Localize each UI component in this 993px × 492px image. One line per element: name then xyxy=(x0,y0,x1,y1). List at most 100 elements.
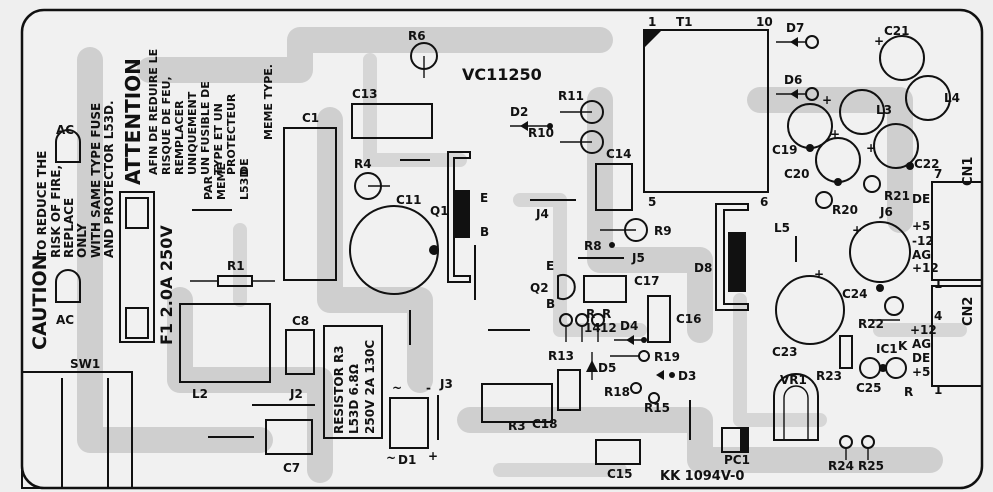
cn2-pin4: 4 xyxy=(934,309,942,323)
ac-bottom-label: AC xyxy=(56,313,74,327)
c8-label: C8 xyxy=(292,314,309,328)
d8-heatsink xyxy=(715,203,749,311)
r20-label: R20 xyxy=(832,203,858,217)
q1-b-label: B xyxy=(480,225,489,239)
vr1-potentiometer xyxy=(773,373,819,441)
r19-label: R19 xyxy=(654,350,680,364)
cn2-ag: AG xyxy=(912,337,931,351)
q1-e-label: E xyxy=(480,191,488,205)
q2-e-label: E xyxy=(546,259,554,273)
j6-label: J6 xyxy=(879,205,893,219)
cn1-pin1: 1 xyxy=(934,277,942,291)
d7-label: D7 xyxy=(786,21,804,35)
l3-label: L3 xyxy=(876,103,892,117)
cn1-connector xyxy=(931,181,983,281)
c7-capacitor xyxy=(265,419,313,455)
d5-label: D5 xyxy=(598,361,616,375)
cn2-connector xyxy=(931,285,983,387)
l4-inductor xyxy=(905,75,951,121)
cn2-plus5: +5 xyxy=(912,365,930,379)
q1-heatsink xyxy=(447,151,471,283)
t1-pin1: 1 xyxy=(648,15,656,29)
sw1-label: SW1 xyxy=(70,357,100,371)
svg-text:+: + xyxy=(822,93,832,107)
q1-transistor xyxy=(454,190,470,238)
d3-diode xyxy=(656,370,664,380)
caution-line5: WITH SAME TYPE FUSE xyxy=(89,103,103,258)
r4-label: R4 xyxy=(354,157,372,171)
c23-capacitor xyxy=(775,275,845,345)
attention-line2: RISQUE DE FEU, xyxy=(160,76,173,175)
j2-label: J2 xyxy=(289,387,303,401)
c18-capacitor xyxy=(557,369,581,411)
pc1-label: PC1 xyxy=(724,453,750,467)
caution-line4: ONLY xyxy=(75,223,89,258)
cn1-minus12: -12 xyxy=(912,234,934,248)
d6-label: D6 xyxy=(784,73,802,87)
d8-label: D8 xyxy=(694,261,712,275)
d2-label: D2 xyxy=(510,105,528,119)
d1-bridge-rectifier xyxy=(389,397,429,449)
r9-label: R9 xyxy=(654,224,672,238)
r22-label: R22 xyxy=(858,317,884,331)
l5-label: L5 xyxy=(774,221,790,235)
c16-label: C16 xyxy=(676,312,702,326)
resistor-note-line3: 250V 2A 130C xyxy=(363,340,377,434)
c25-label: C25 xyxy=(856,381,882,395)
d1-plus: + xyxy=(428,449,438,463)
l2-label: L2 xyxy=(192,387,208,401)
c21-capacitor xyxy=(879,35,925,81)
attention-line10: PAR xyxy=(202,175,215,200)
j6-inductor xyxy=(849,221,911,283)
caution-heading: CAUTION xyxy=(29,254,51,350)
r23-label: R23 xyxy=(816,369,842,383)
d1-minus: - xyxy=(426,381,431,395)
c14-label: C14 xyxy=(606,147,632,161)
j3-label: J3 xyxy=(439,377,453,391)
cn1-label: CN1 xyxy=(961,157,976,186)
ac-top-label: AC xyxy=(56,123,74,137)
d1-tilde1: ~ xyxy=(392,381,402,395)
c17-capacitor xyxy=(583,275,627,303)
r3-label: R3 xyxy=(508,419,526,433)
attention-line6: TYPE ET UN xyxy=(212,103,225,175)
r24-label: R24 xyxy=(828,459,854,473)
ic1-k-label: K xyxy=(898,339,908,353)
t1-label: T1 xyxy=(676,15,693,29)
c15-capacitor xyxy=(595,439,641,465)
attention-heading: ATTENTION xyxy=(121,58,145,185)
ic1-r-label: R xyxy=(904,385,913,399)
r12-label-a: R xyxy=(602,307,611,321)
cn1-ag: AG xyxy=(912,248,931,262)
c1-label: C1 xyxy=(302,111,319,125)
ac-bottom-terminal xyxy=(55,269,81,303)
attention-line1: AFIN DE REDUIRE LE xyxy=(147,49,160,175)
r14-label-b: 14 xyxy=(584,321,601,335)
q2-label: Q2 xyxy=(530,281,549,295)
svg-text:+: + xyxy=(852,223,862,237)
t1-pin6: 6 xyxy=(760,195,768,209)
c23-label: C23 xyxy=(772,345,798,359)
cn1-pin7: 7 xyxy=(934,167,942,181)
cn1-de: DE xyxy=(912,192,930,206)
caution-line3: REPLACE xyxy=(62,198,76,258)
c7-label: C7 xyxy=(283,461,300,475)
svg-text:+: + xyxy=(866,141,876,155)
r21-resistor xyxy=(863,175,881,193)
ic1-label: IC1 xyxy=(876,342,898,356)
c15-label: C15 xyxy=(607,467,633,481)
resistor-note-box xyxy=(323,325,383,439)
attention-line3: REMPLACER xyxy=(173,100,186,175)
r1-label: R1 xyxy=(227,259,245,273)
sw1-switch-outline xyxy=(21,371,133,489)
t1-pin5: 5 xyxy=(648,195,656,209)
c22-label: C22 xyxy=(914,157,940,171)
t1-pin10: 10 xyxy=(756,15,773,29)
resistor-note-line2: L53D 6.8Ω xyxy=(347,364,361,434)
cn2-label: CN2 xyxy=(961,297,976,326)
r11-label: R11 xyxy=(558,89,584,103)
d1-label: D1 xyxy=(398,453,416,467)
r25-label: R25 xyxy=(858,459,884,473)
part-number-label: KK 1094V-0 xyxy=(660,469,744,484)
